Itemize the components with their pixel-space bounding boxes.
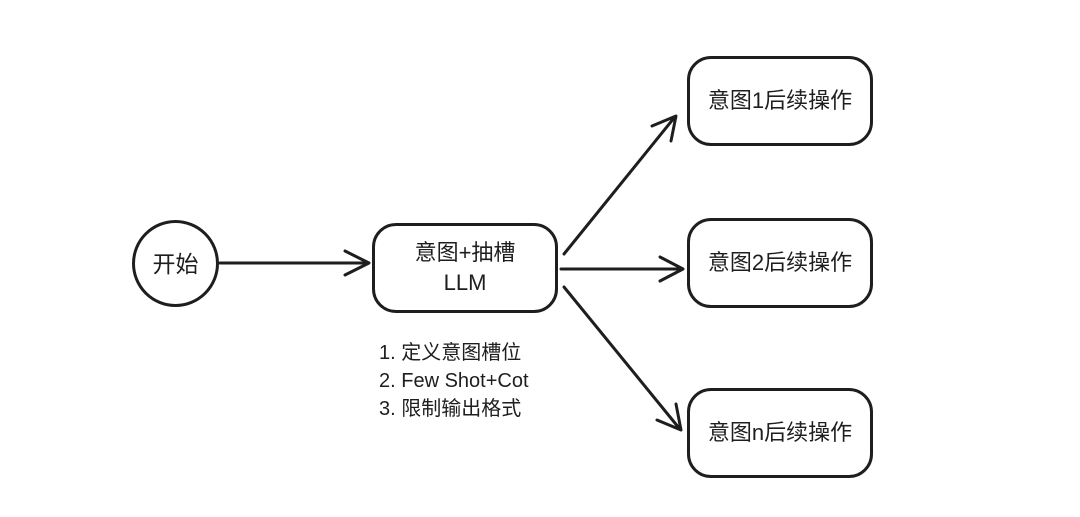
llm-note-item: 3. 限制输出格式	[379, 398, 522, 420]
output-node-label: 意图2后续操作	[707, 250, 853, 275]
llm-node-label-line1: 意图+抽槽	[414, 240, 516, 265]
arrow-llm-to-output1	[562, 114, 678, 256]
output-node-label: 意图n后续操作	[707, 420, 853, 445]
llm-node-label-line2: LLM	[443, 270, 487, 295]
arrow-llm-to-output3	[562, 285, 683, 432]
output-node-intent2: 意图2后续操作	[687, 218, 873, 308]
llm-notes-list: 1. 定义意图槽位 2. Few Shot+Cot 3. 限制输出格式	[379, 339, 529, 423]
llm-note-item: 2. Few Shot+Cot	[379, 370, 529, 392]
output-node-intent1: 意图1后续操作	[687, 56, 873, 146]
output-node-intentN: 意图n后续操作	[687, 388, 873, 478]
start-node-label: 开始	[152, 250, 199, 277]
llm-note-item: 1. 定义意图槽位	[379, 342, 522, 364]
llm-node: 意图+抽槽 LLM	[372, 223, 558, 313]
start-node: 开始	[132, 220, 219, 307]
output-node-label: 意图1后续操作	[707, 88, 853, 113]
arrow-start-to-llm	[218, 249, 371, 277]
arrow-llm-to-output2	[559, 255, 685, 283]
